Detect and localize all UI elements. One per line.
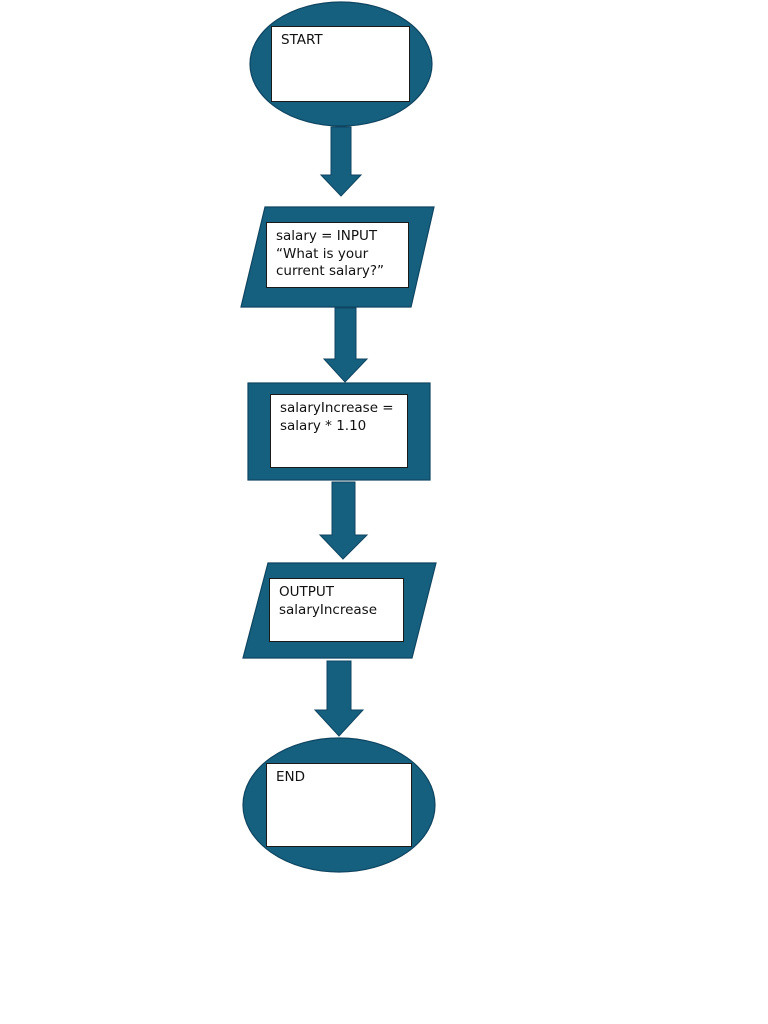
- input-label: salary = INPUT “What is your current sal…: [266, 222, 409, 288]
- flow-arrow-start-to-input: [319, 126, 363, 197]
- flow-arrow-process-to-output: [318, 481, 369, 560]
- flow-arrow-output-to-end: [313, 660, 365, 737]
- end-label: END: [266, 763, 412, 847]
- start-label: START: [271, 26, 410, 102]
- flow-arrow-input-to-process: [322, 307, 369, 383]
- output-label: OUTPUT salaryIncrease: [269, 578, 404, 642]
- process-label: salaryIncrease = salary * 1.10: [270, 394, 408, 468]
